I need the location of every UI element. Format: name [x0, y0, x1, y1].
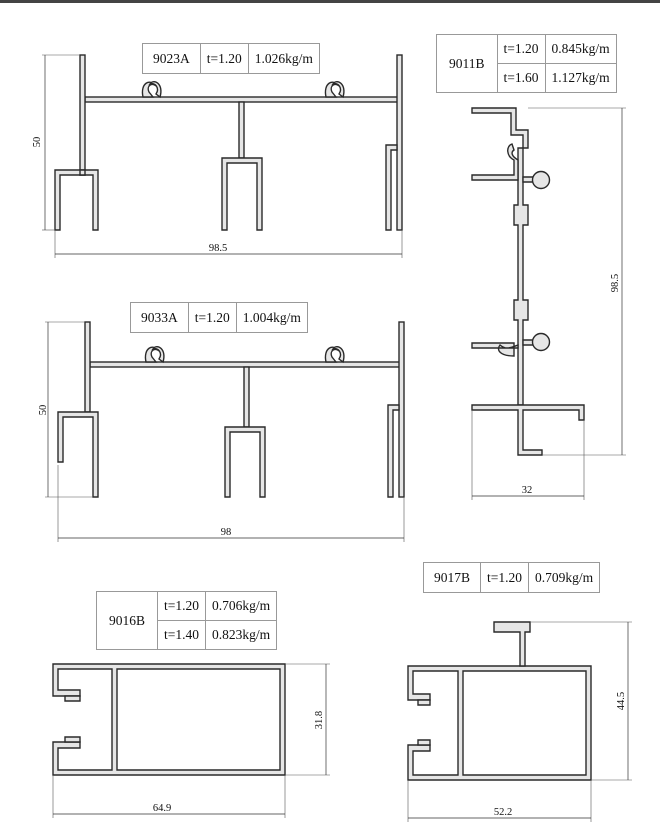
profile-jaw: [64, 695, 81, 702]
spec-table-9011B: 9011B t=1.20 0.845kg/m t=1.60 1.127kg/m: [436, 34, 617, 93]
profile-body: [407, 665, 592, 781]
profile-clip: [331, 345, 345, 364]
profile-leg: [79, 54, 86, 176]
profile-web: [89, 361, 403, 368]
height-dimension: 98.5: [610, 274, 621, 292]
height-dimension: 50: [32, 137, 43, 148]
profile-leg: [396, 54, 403, 231]
width-dimension: 32: [522, 485, 533, 496]
profile-hook: [471, 342, 519, 357]
profile-stem: [238, 101, 245, 159]
thickness: t=1.20: [157, 591, 207, 621]
thickness: t=1.40: [157, 620, 207, 650]
profile-9023A-drawing: 50 98.5: [32, 54, 403, 258]
profile-flange: [471, 404, 585, 456]
profile-bulb: [531, 332, 551, 352]
thickness: t=1.20: [187, 302, 237, 333]
height-dimension: 44.5: [616, 692, 627, 710]
profile-9011B-drawing: 98.5 32: [471, 107, 626, 500]
thickness: t=1.20: [496, 34, 546, 64]
weight: 1.026kg/m: [247, 43, 320, 74]
profile-stem: [243, 366, 250, 428]
thickness: t=1.20: [199, 43, 249, 74]
profile-code: 9011B: [436, 34, 498, 93]
profile-code: 9017B: [422, 562, 482, 593]
profile-step: [387, 404, 400, 498]
width-dimension: 64.9: [153, 803, 171, 814]
profile-channel: [57, 411, 99, 498]
profile-jaw: [64, 736, 81, 743]
thickness: t=1.60: [496, 63, 546, 93]
profile-body: [52, 663, 286, 776]
weight: 0.709kg/m: [528, 562, 601, 593]
profile-jaw: [417, 739, 431, 746]
profile-clip: [148, 80, 162, 99]
width-dimension: 52.2: [494, 807, 512, 818]
profile-clip: [331, 80, 345, 99]
profile-code: 9016B: [95, 591, 159, 650]
profile-flange: [471, 107, 529, 149]
profile-joint: [79, 169, 86, 176]
thickness: t=1.20: [480, 562, 530, 593]
weight: 0.823kg/m: [205, 620, 278, 650]
height-dimension: 50: [38, 405, 49, 416]
spec-table-9023A: 9023A t=1.20 1.026kg/m: [142, 43, 320, 74]
profile-jaw: [417, 699, 431, 706]
spec-table-9033A: 9033A t=1.20 1.004kg/m: [130, 302, 308, 333]
profile-code: 9023A: [142, 43, 201, 74]
weight: 1.127kg/m: [544, 63, 617, 93]
profile-channel: [224, 426, 266, 498]
profile-bulb: [531, 170, 551, 190]
profile-9016B-drawing: 31.8 64.9: [52, 663, 330, 818]
profile-clip: [151, 345, 165, 364]
profile-code: 9033A: [130, 302, 189, 333]
spec-table-9017B: 9017B t=1.20 0.709kg/m: [422, 562, 601, 593]
spec-table-9016B: 9016B t=1.20 0.706kg/m t=1.40 0.823kg/m: [95, 591, 278, 650]
profile-channel: [54, 169, 99, 231]
profile-leg: [398, 321, 405, 498]
profile-channel: [221, 157, 263, 231]
profile-web: [84, 96, 402, 103]
profile-fin: [493, 621, 531, 667]
width-dimension: 98: [221, 527, 232, 538]
top-border: [0, 0, 660, 3]
profile-hook: [471, 143, 519, 181]
weight: 1.004kg/m: [235, 302, 308, 333]
profile-leg: [84, 321, 91, 413]
weight: 0.845kg/m: [544, 34, 617, 64]
height-dimension: 31.8: [314, 711, 325, 729]
profile-spine: [513, 147, 529, 406]
width-dimension: 98.5: [209, 243, 227, 254]
profile-9033A-drawing: 50 98: [38, 321, 405, 542]
profile-9017B-drawing: 44.5 52.2: [407, 621, 632, 822]
profile-step: [385, 144, 398, 231]
